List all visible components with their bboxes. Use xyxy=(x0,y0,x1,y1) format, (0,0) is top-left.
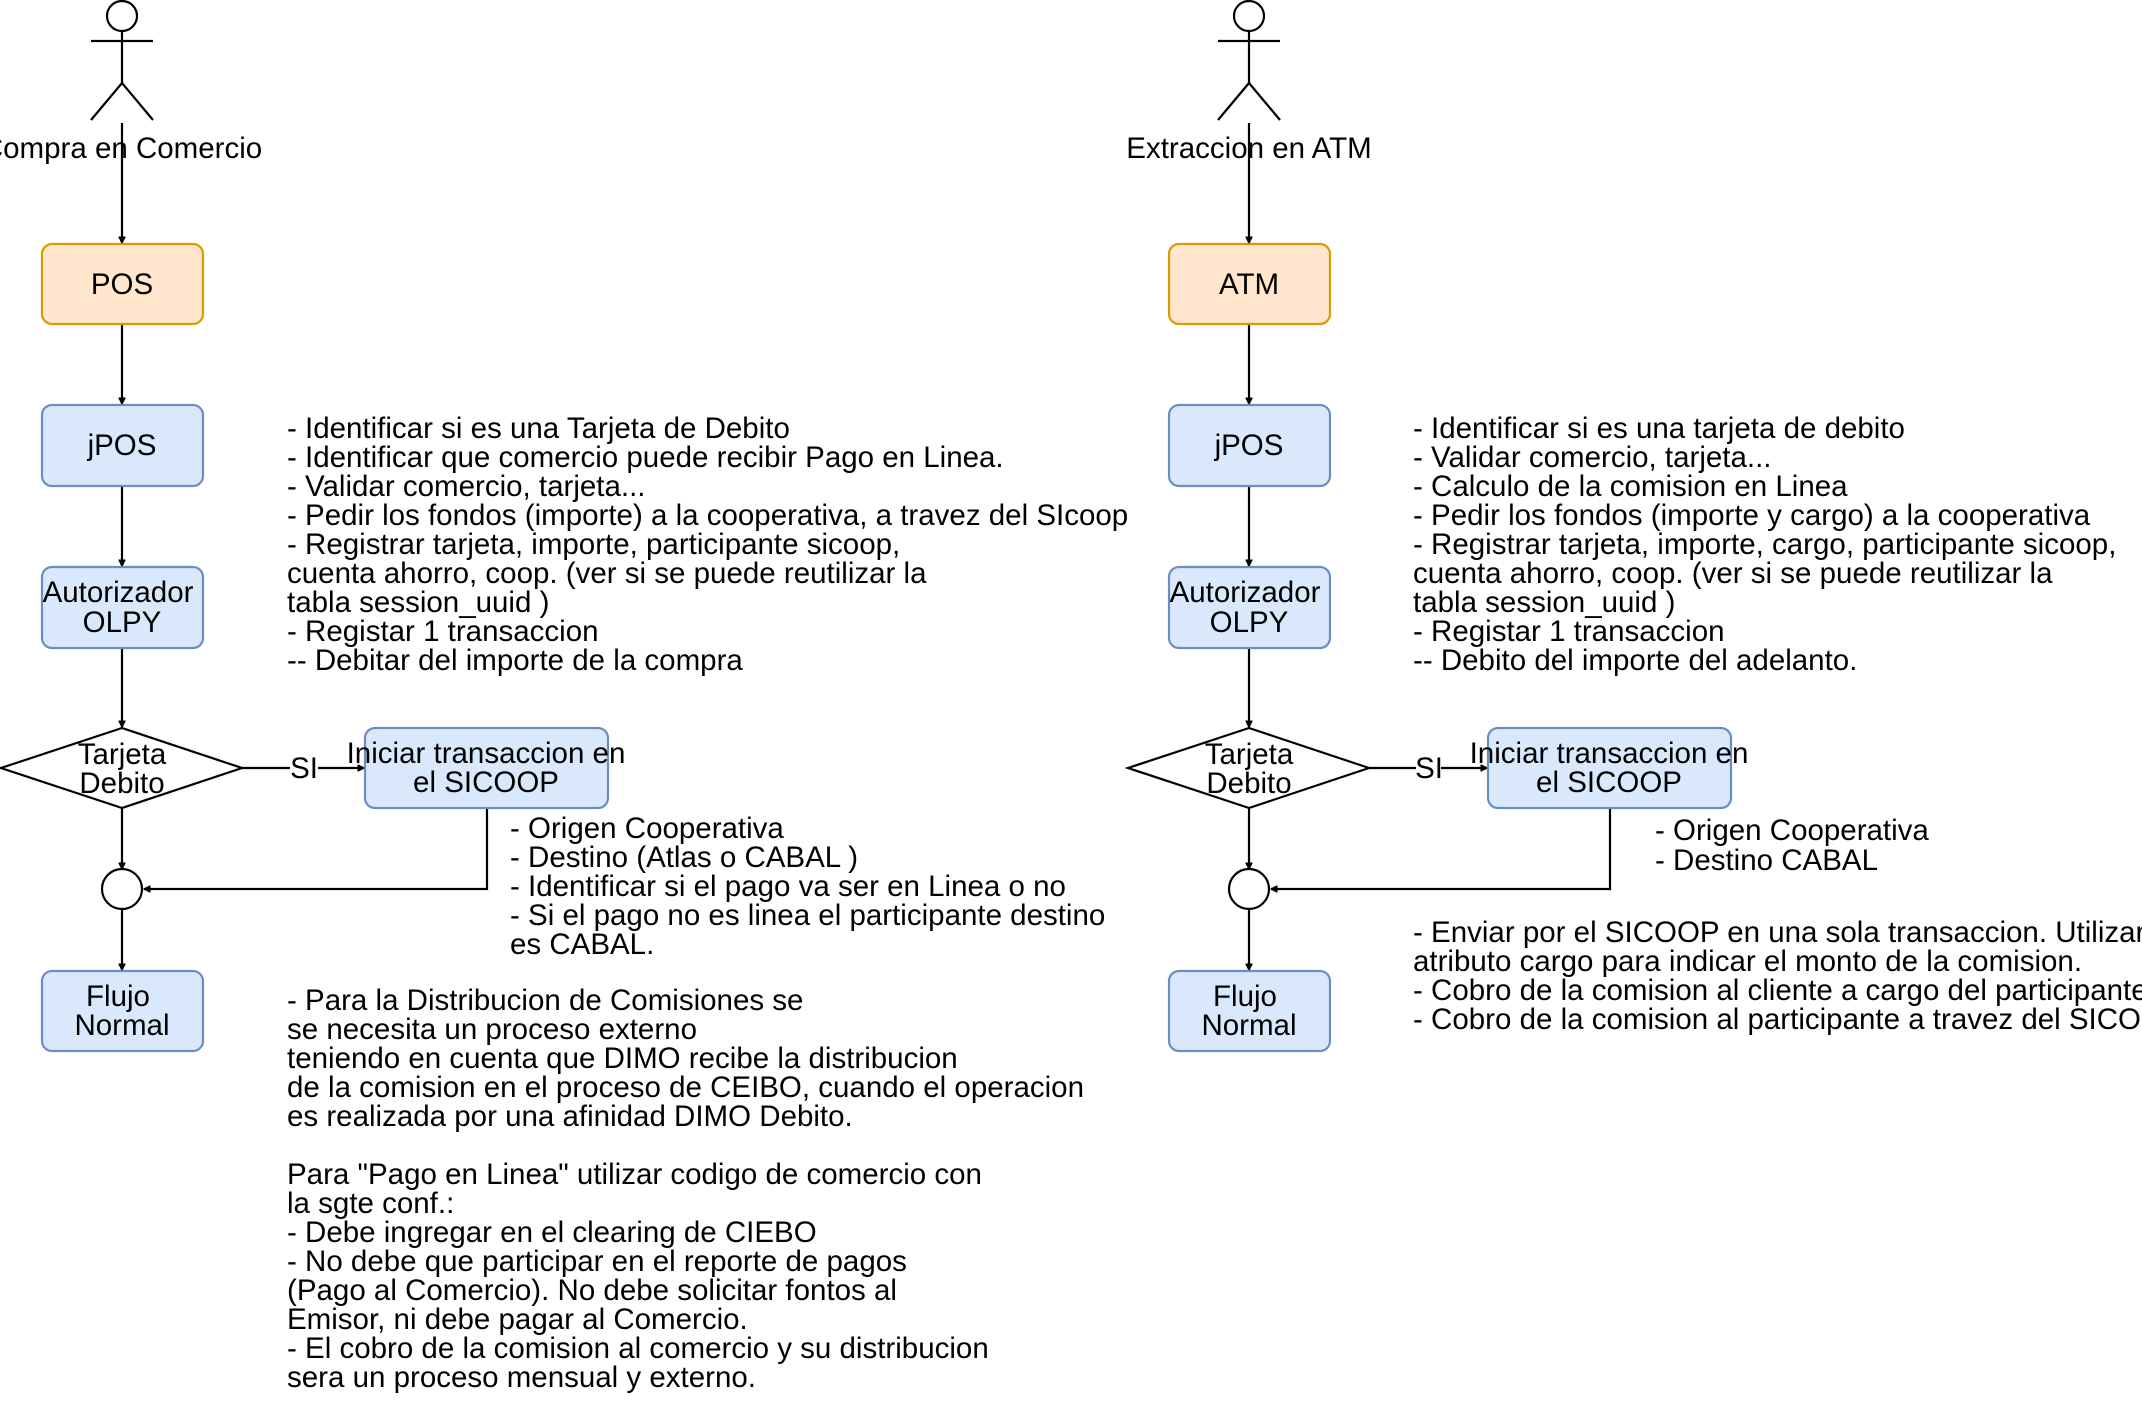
note-line: tabla session_uuid ) xyxy=(1413,586,1675,619)
left-actor-icon xyxy=(90,0,154,121)
right-flujo-label-2: Normal xyxy=(1201,1009,1296,1042)
left-edge-iniciar-junction xyxy=(144,808,489,889)
right-junction-node xyxy=(1227,867,1271,911)
right-decision-label-1: Tarjeta xyxy=(1205,738,1294,771)
right-flujo-node xyxy=(1167,969,1332,1053)
left-note-jpos: - Identificar si es una Tarjeta de Debit… xyxy=(287,412,1128,677)
note-line: cuenta ahorro, coop. (ver si se puede re… xyxy=(287,557,927,590)
note-line: es CABAL. xyxy=(510,928,654,961)
note-line: - Cobro de la comision al participante a… xyxy=(1413,1003,2142,1036)
right-jpos-label: jPOS xyxy=(1214,429,1284,462)
note-line: - Debe ingregar en el clearing de CIEBO xyxy=(287,1216,817,1249)
note-line: - Pedir los fondos (importe y cargo) a l… xyxy=(1413,499,2091,532)
note-line: - Si el pago no es linea el participante… xyxy=(510,899,1105,932)
left-decision-label-1: Tarjeta xyxy=(78,738,167,771)
note-line: Para "Pago en Linea" utilizar codigo de … xyxy=(287,1158,982,1191)
left-pos-node xyxy=(40,242,205,326)
note-line: - Calculo de la comision en Linea xyxy=(1413,470,1848,503)
note-line: - Pedir los fondos (importe) a la cooper… xyxy=(287,499,1128,532)
right-note-jpos: - Identificar si es una tarjeta de debit… xyxy=(1413,412,2116,677)
left-note-sicoop: - Origen Cooperativa - Destino (Atlas o … xyxy=(510,812,1105,961)
right-decision-label-2: Debito xyxy=(1206,767,1291,800)
left-pos-label: POS xyxy=(91,268,153,301)
left-flujo-label-2: Normal xyxy=(74,1009,169,1042)
left-jpos-node xyxy=(40,403,205,488)
right-flow: Extraccion en ATM SI ATM jPOS Autorizado… xyxy=(1124,0,2142,1053)
note-line: - Registar 1 transaccion xyxy=(1413,615,1725,648)
note-line: -- Debito del importe del adelanto. xyxy=(1413,644,1857,677)
left-autorizador-node xyxy=(40,565,205,650)
note-line: (Pago al Comercio). No debe solicitar fo… xyxy=(287,1274,897,1307)
note-line: sera un proceso mensual y externo. xyxy=(287,1361,756,1394)
note-line: - Para la Distribucion de Comisiones se xyxy=(287,984,803,1017)
left-decision-label-2: Debito xyxy=(79,767,164,800)
note-line: -- Debitar del importe de la compra xyxy=(287,644,743,677)
right-actor-icon xyxy=(1217,0,1281,121)
right-note-sicoop: - Origen Cooperativa - Destino CABAL xyxy=(1655,814,1929,877)
left-note-comisiones: - Para la Distribucion de Comisiones se … xyxy=(287,984,1084,1394)
note-line: - Origen Cooperativa xyxy=(1655,814,1929,847)
note-line: - Registar 1 transaccion xyxy=(287,615,599,648)
note-line: es realizada por una afinidad DIMO Debit… xyxy=(287,1100,853,1133)
right-atm-node xyxy=(1167,242,1332,326)
right-flujo-label-1: Flujo xyxy=(1213,980,1277,1013)
note-line: - Registrar tarjeta, importe, cargo, par… xyxy=(1413,528,2116,561)
right-autorizador-label-2: OLPY xyxy=(1210,606,1289,639)
right-autorizador-node xyxy=(1167,565,1332,650)
note-line: - Identificar si es una tarjeta de debit… xyxy=(1413,412,1905,445)
right-iniciar-label-1: Iniciar transaccion en xyxy=(1470,737,1749,770)
note-line: Emisor, ni debe pagar al Comercio. xyxy=(287,1303,748,1336)
note-line: se necesita un proceso externo xyxy=(287,1013,697,1046)
left-iniciar-node xyxy=(363,726,610,810)
left-iniciar-label-1: Iniciar transaccion en xyxy=(347,737,626,770)
right-note-envio: - Enviar por el SICOOP en una sola trans… xyxy=(1413,916,2142,1036)
note-line: - Identificar que comercio puede recibir… xyxy=(287,441,1004,474)
right-decision-node xyxy=(1124,726,1373,810)
note-line: - Identificar si es una Tarjeta de Debit… xyxy=(287,412,790,445)
right-jpos-node xyxy=(1167,403,1332,488)
note-line: - Enviar por el SICOOP en una sola trans… xyxy=(1413,916,2142,949)
left-autorizador-label-2: OLPY xyxy=(83,606,162,639)
note-line: - Origen Cooperativa xyxy=(510,812,784,845)
note-line: - El cobro de la comision al comercio y … xyxy=(287,1332,989,1365)
note-line: cuenta ahorro, coop. (ver si se puede re… xyxy=(1413,557,2053,590)
note-line: - Destino (Atlas o CABAL ) xyxy=(510,841,858,874)
note-line: atributo cargo para indicar el monto de … xyxy=(1413,945,2082,978)
note-line: - Validar comercio, tarjeta... xyxy=(287,470,646,503)
right-edge-iniciar-junction xyxy=(1271,808,1612,889)
note-line: - Identificar si el pago va ser en Linea… xyxy=(510,870,1066,903)
left-junction-node xyxy=(100,867,144,911)
left-yes-label: SI xyxy=(290,752,318,785)
right-autorizador-label-1: Autorizador xyxy=(1170,576,1321,609)
note-line: teniendo en cuenta que DIMO recibe la di… xyxy=(287,1042,958,1075)
left-actor-label: Compra en Comercio xyxy=(0,132,262,165)
left-flujo-node xyxy=(40,969,205,1053)
note-line: - Cobro de la comision al cliente a carg… xyxy=(1413,974,2142,1007)
right-atm-label: ATM xyxy=(1219,268,1279,301)
right-iniciar-node xyxy=(1486,726,1733,810)
note-line: - Destino CABAL xyxy=(1655,844,1878,877)
left-flow: Compra en Comercio SI POS jPOS Autorizad… xyxy=(0,0,1128,1394)
left-jpos-label: jPOS xyxy=(87,429,157,462)
left-autorizador-label-1: Autorizador xyxy=(43,576,194,609)
left-flujo-label-1: Flujo xyxy=(86,980,150,1013)
note-line: tabla session_uuid ) xyxy=(287,586,549,619)
note-line: - Validar comercio, tarjeta... xyxy=(1413,441,1772,474)
left-decision-node xyxy=(0,726,246,810)
note-line: - Registrar tarjeta, importe, participan… xyxy=(287,528,900,561)
left-iniciar-label-2: el SICOOP xyxy=(413,766,559,799)
right-iniciar-label-2: el SICOOP xyxy=(1536,766,1682,799)
right-yes-label: SI xyxy=(1415,752,1443,785)
note-line: la sgte conf.: xyxy=(287,1187,454,1220)
note-line: - No debe que participar en el reporte d… xyxy=(287,1245,907,1278)
note-line: de la comision en el proceso de CEIBO, c… xyxy=(287,1071,1084,1104)
